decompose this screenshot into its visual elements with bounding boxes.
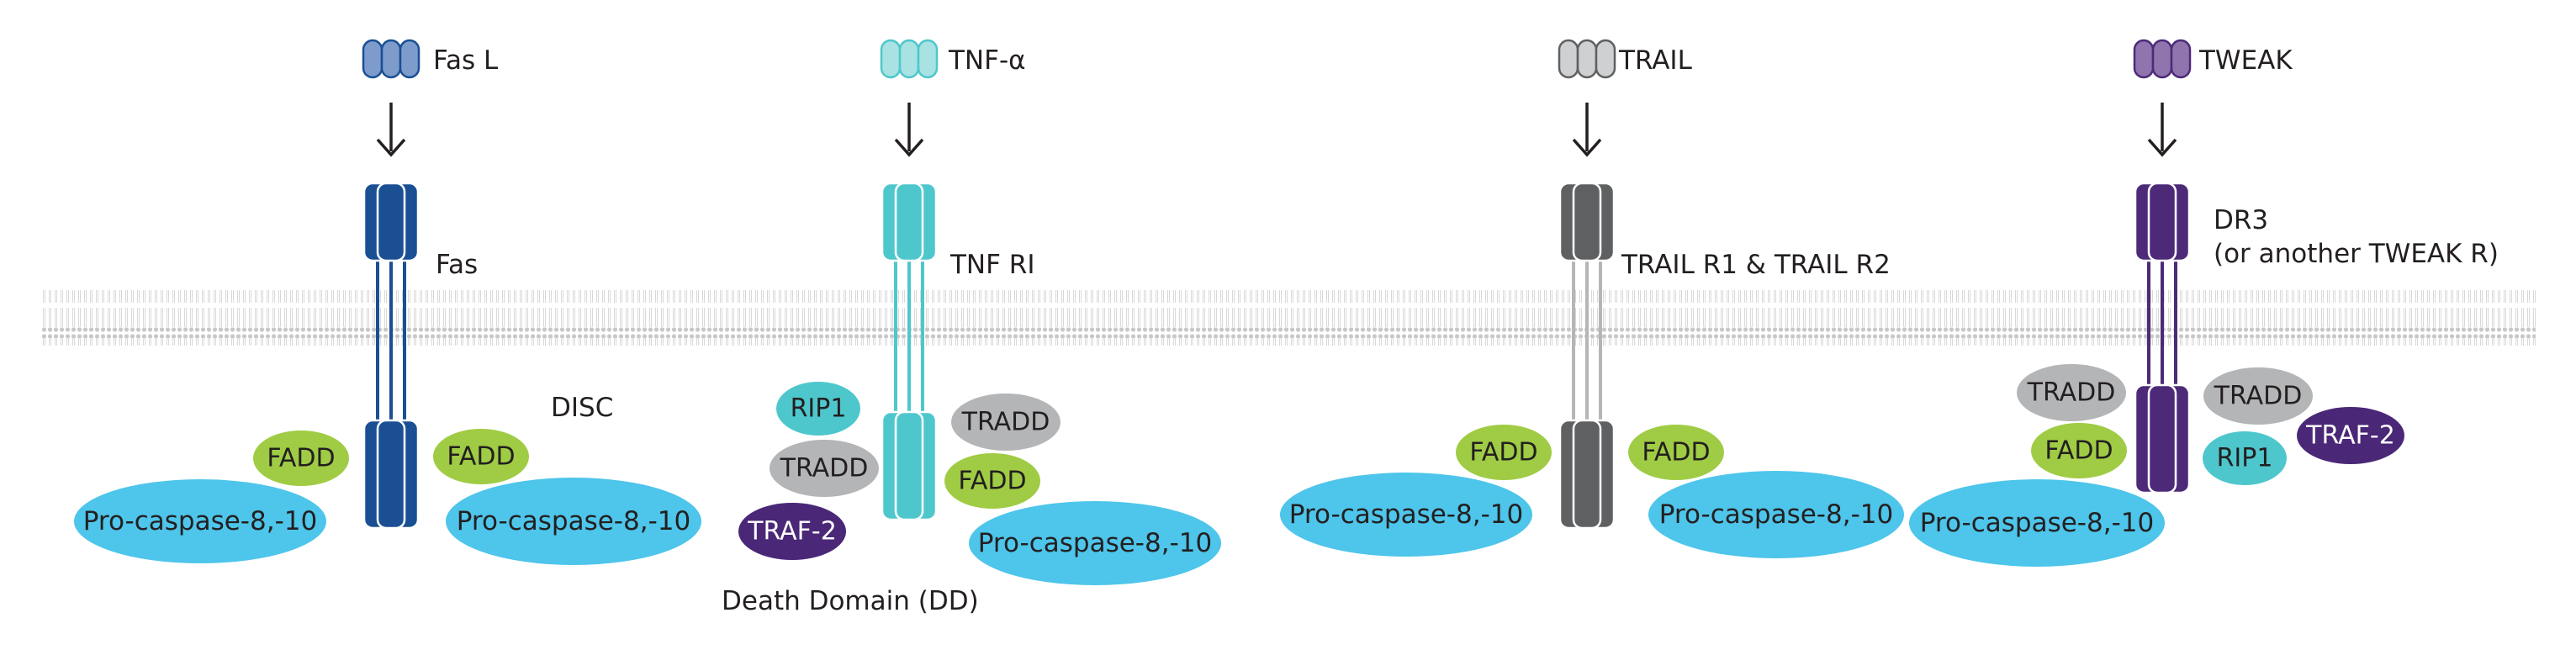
procaspase-molecule — [1648, 471, 1904, 558]
tradd-molecule — [2017, 364, 2126, 421]
fadd-molecule — [944, 453, 1040, 509]
receptor-label-trail-r: TRAIL R1 & TRAIL R2 — [1621, 250, 1891, 280]
trimer-receptor-icon — [881, 182, 938, 521]
ligand-label-tweak: TWEAK — [2198, 45, 2293, 76]
procaspase-molecule — [446, 478, 701, 565]
trimer-receptor-icon — [1558, 182, 1616, 530]
fadd-label: FADD — [1469, 438, 1537, 467]
death-domain-label: Death Domain (DD) — [722, 586, 979, 616]
receptor-label-fas: Fas — [436, 250, 478, 280]
procaspase-label: Pro-caspase-8,-10 — [1659, 499, 1893, 530]
procaspase-molecule — [969, 501, 1221, 585]
procaspase-label: Pro-caspase-8,-10 — [1920, 508, 2154, 538]
ligand-label-fas-l: Fas L — [433, 45, 499, 76]
tradd-molecule — [951, 394, 1061, 451]
fadd-label: FADD — [958, 467, 1026, 496]
receptor-label-dr3: DR3 — [2214, 205, 2268, 235]
fadd-molecule — [253, 431, 349, 486]
ligand-label-trail: TRAIL — [1618, 45, 1693, 76]
traf2-label: TRAF-2 — [2305, 421, 2395, 451]
pathway-fas: Fas L Fas DISC FADD FADD Pro-caspase-8,-… — [74, 39, 701, 565]
fadd-label: FADD — [2044, 436, 2113, 466]
rip1-molecule — [2203, 431, 2287, 485]
traf2-molecule — [2297, 407, 2404, 464]
disc-label: DISC — [551, 393, 613, 423]
fadd-molecule — [433, 429, 529, 484]
tradd-label: TRADD — [2214, 382, 2303, 411]
down-arrow-icon — [2147, 103, 2177, 157]
ligand-label-tnf-alpha: TNF-α — [948, 45, 1026, 76]
receptor-label-tweak-r: (or another TWEAK R) — [2214, 239, 2499, 269]
rip1-molecule — [776, 382, 860, 436]
rip1-label: RIP1 — [2217, 444, 2273, 473]
fadd-label: FADD — [1642, 438, 1710, 467]
procaspase-label: Pro-caspase-8,-10 — [457, 506, 690, 536]
fadd-molecule — [1456, 425, 1552, 480]
pathway-tweak: TWEAK DR3 (or another TWEAK R) TRADD FAD… — [1909, 39, 2499, 567]
trimer-receptor-icon — [2134, 182, 2191, 494]
traf2-molecule — [738, 503, 846, 560]
procaspase-label: Pro-caspase-8,-10 — [1289, 499, 1523, 530]
fadd-label: FADD — [267, 444, 335, 473]
trimer-receptor-icon — [362, 182, 420, 530]
down-arrow-icon — [894, 103, 924, 157]
fadd-label: FADD — [447, 442, 515, 472]
fadd-molecule — [1628, 425, 1724, 480]
tradd-molecule — [770, 440, 879, 497]
down-arrow-icon — [1572, 103, 1602, 157]
trimer-ligand-icon — [362, 39, 421, 79]
trimer-ligand-icon — [2133, 39, 2192, 79]
procaspase-molecule — [74, 479, 326, 563]
tradd-molecule — [2203, 367, 2313, 425]
procaspase-molecule — [1280, 473, 1532, 557]
fadd-molecule — [2031, 423, 2127, 478]
pathway-tnf: TNF-α TNF RI RIP1 TRADD TRAF-2 TRADD FAD… — [722, 39, 1221, 616]
trimer-ligand-icon — [1558, 39, 1616, 79]
traf2-label: TRAF-2 — [747, 517, 837, 547]
receptor-label-tnf-ri: TNF RI — [949, 250, 1035, 280]
rip1-label: RIP1 — [791, 394, 847, 424]
pathway-trail: TRAIL TRAIL R1 & TRAIL R2 FADD FADD Pro-… — [1280, 39, 1904, 558]
procaspase-molecule — [1909, 479, 2165, 567]
cell-membrane — [42, 290, 2536, 346]
trimer-ligand-icon — [880, 39, 939, 79]
procaspase-label: Pro-caspase-8,-10 — [83, 506, 317, 536]
down-arrow-icon — [376, 103, 406, 157]
procaspase-label: Pro-caspase-8,-10 — [978, 528, 1212, 558]
tradd-label: TRADD — [961, 408, 1050, 437]
tradd-label: TRADD — [2027, 378, 2116, 408]
tradd-label: TRADD — [780, 454, 869, 483]
